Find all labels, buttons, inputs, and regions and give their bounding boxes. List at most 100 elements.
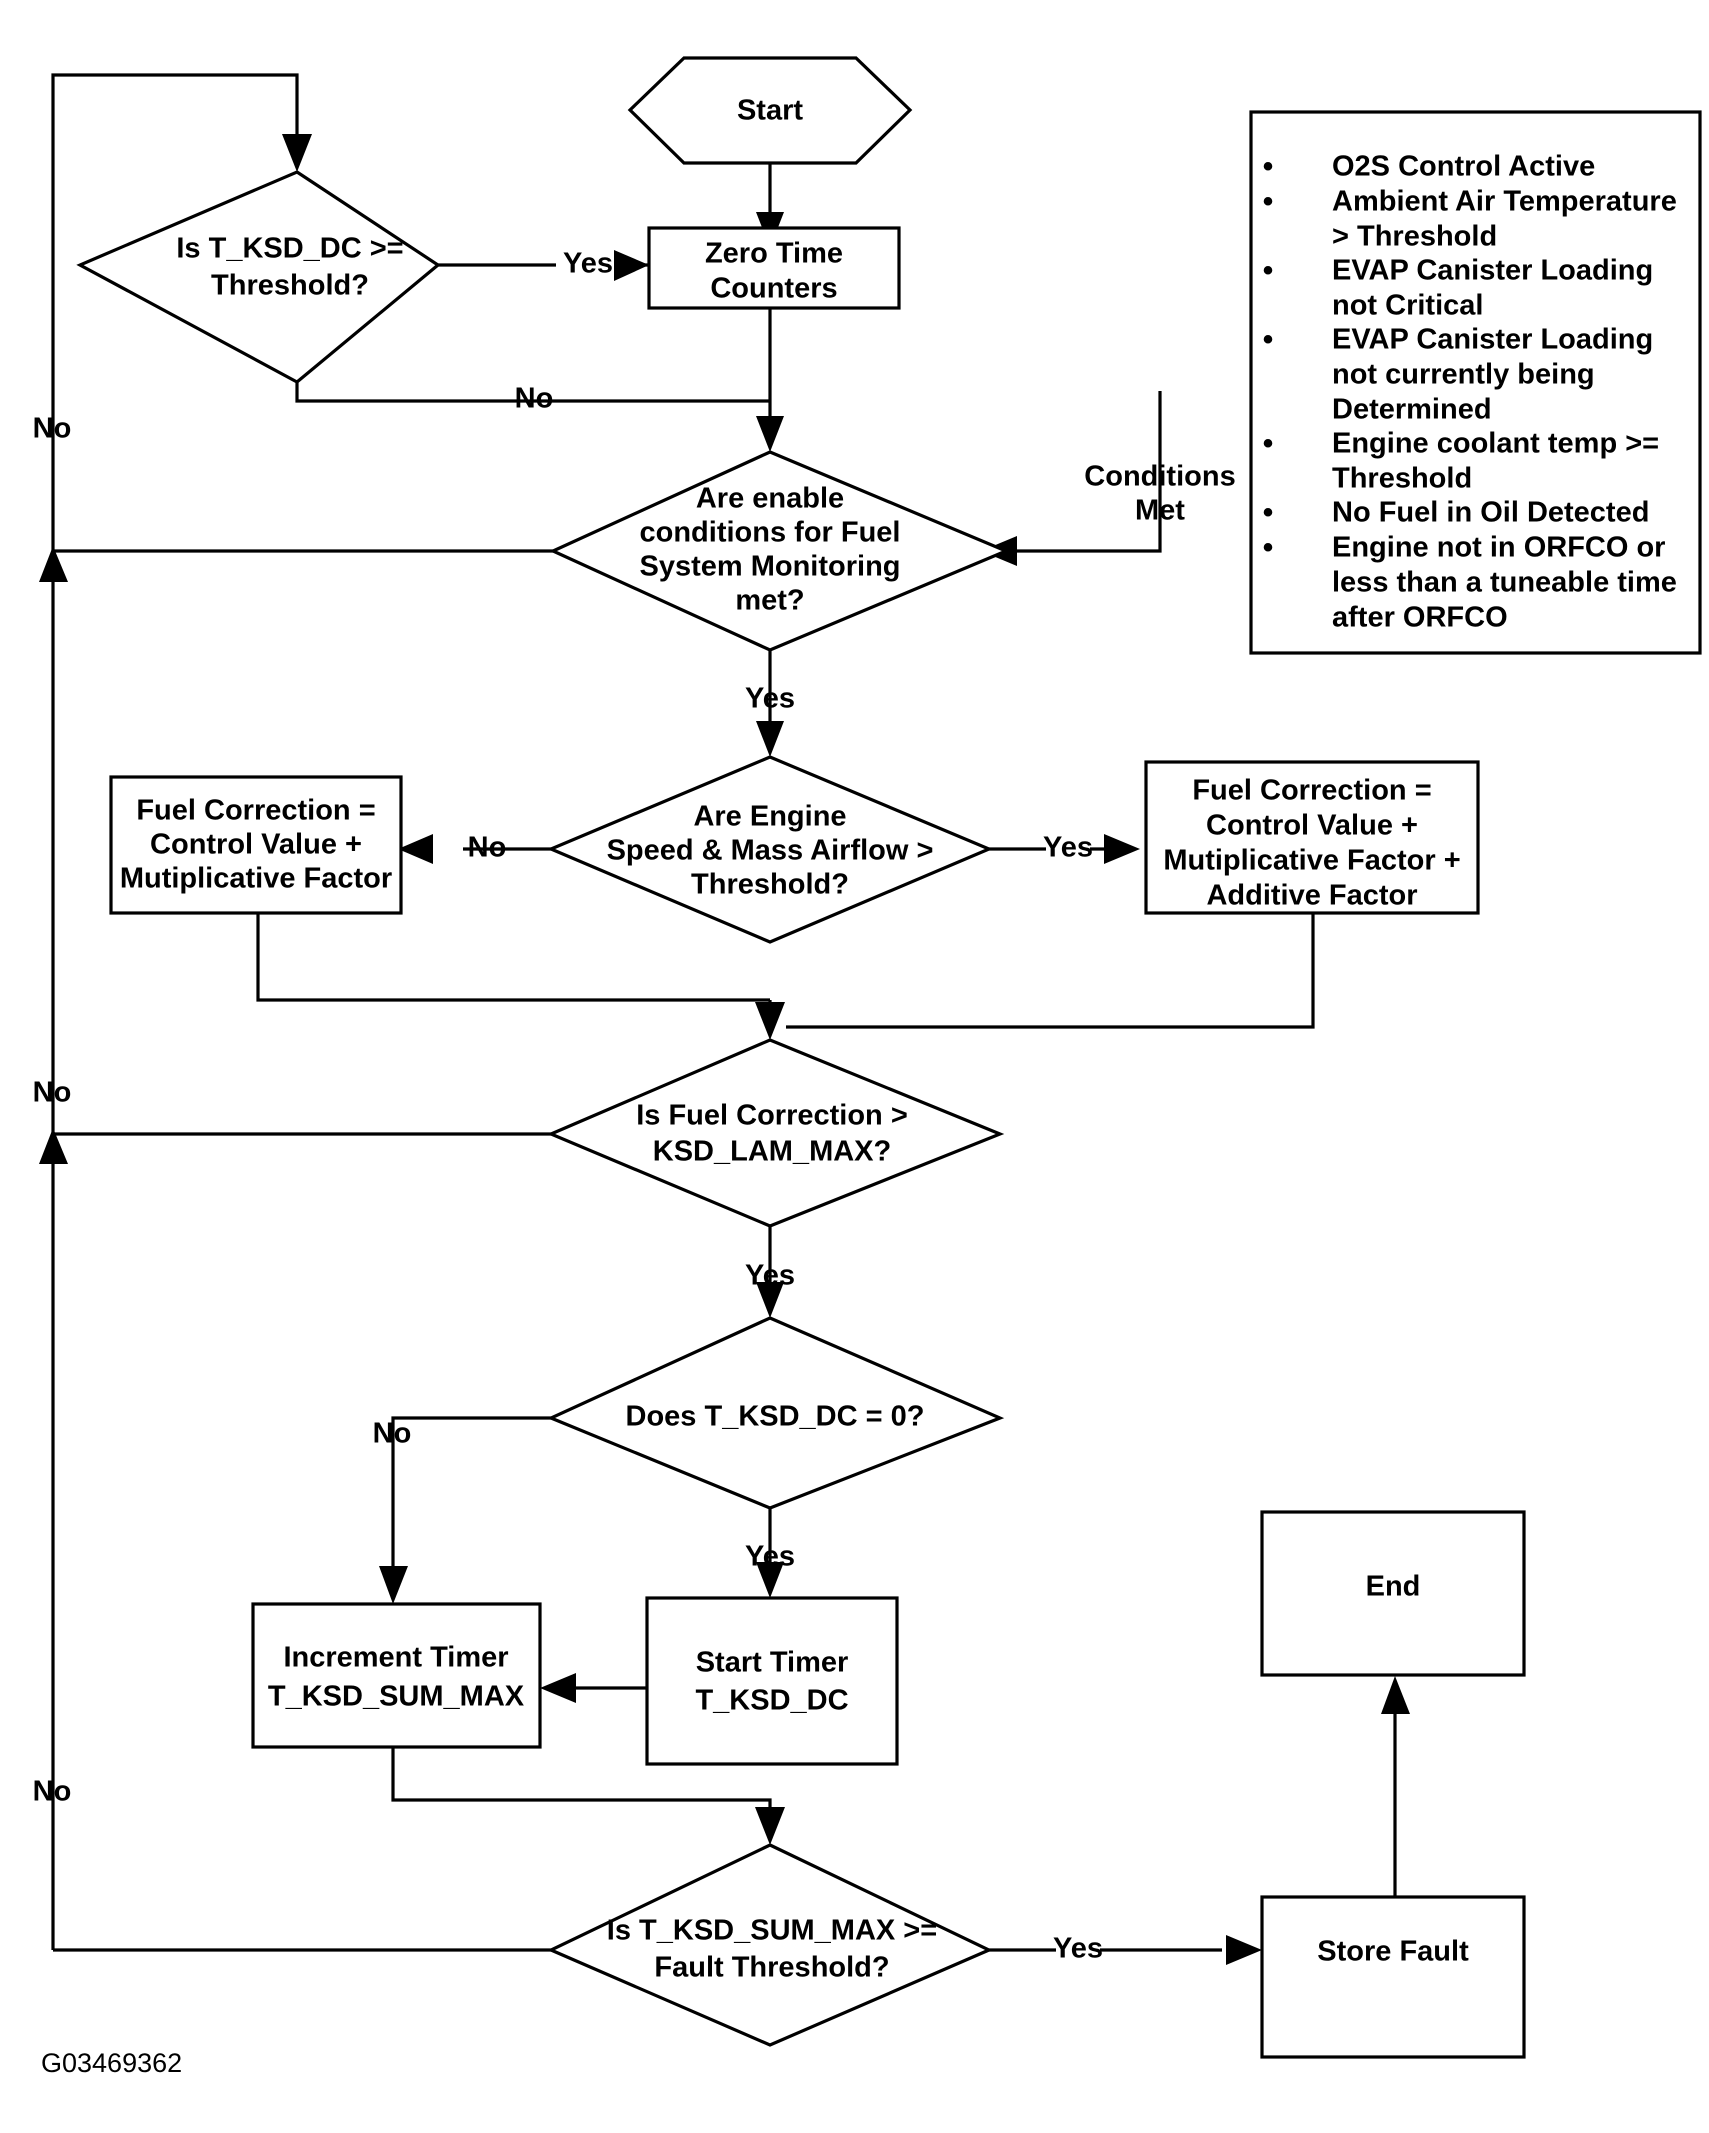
condition-line-13: less than a tuneable time (1332, 567, 1677, 599)
condition-line-9: Engine coolant temp >= (1332, 428, 1659, 460)
node-are-enable-conditions-line2: conditions for Fuel (640, 517, 901, 549)
node-increment-timer[interactable]: Increment Timer T_KSD_SUM_MAX (251, 1602, 542, 1749)
node-does-t-ksd-dc-zero[interactable]: Does T_KSD_DC = 0? (546, 1316, 1005, 1510)
node-start-timer[interactable]: Start Timer T_KSD_DC (645, 1596, 899, 1766)
edge-fuel-corr-mult-add-to-lam-max (786, 913, 1315, 1029)
node-engine-speed-maf-line1: Are Engine (693, 801, 846, 833)
node-fuel-corr-lam-max-line1: Is Fuel Correction > (636, 1100, 908, 1132)
node-store-fault-label: Store Fault (1317, 1936, 1469, 1968)
edge-label-yes-from-ksd-dc: Yes (563, 248, 613, 280)
node-fuel-correction-lam-max[interactable]: Is Fuel Correction > KSD_LAM_MAX? (546, 1038, 1005, 1228)
node-start[interactable]: Start (627, 56, 913, 165)
bullet-3: • (1263, 254, 1274, 287)
edge-label-yes-dc-zero: Yes (745, 1541, 795, 1573)
node-start-label: Start (737, 95, 803, 127)
node-engine-speed-maf[interactable]: Are Engine Speed & Mass Airflow > Thresh… (546, 755, 994, 944)
condition-line-1: O2S Control Active (1332, 151, 1595, 183)
node-increment-timer-line1: Increment Timer (283, 1642, 508, 1674)
bullet-2: • (1263, 185, 1274, 218)
node-end-label: End (1366, 1571, 1421, 1603)
edge-label-yes-engine-speed: Yes (1043, 832, 1093, 864)
edge-lam-max-yes-to-dc-zero (756, 1226, 784, 1318)
condition-line-11: No Fuel in Oil Detected (1332, 497, 1649, 529)
condition-line-7: not currently being (1332, 359, 1595, 391)
edge-loopback-to-ksd-dc (51, 73, 312, 1950)
edge-left-riser-arrow-upper (39, 546, 68, 582)
condition-line-10: Threshold (1332, 463, 1472, 495)
condition-line-12: Engine not in ORFCO or (1332, 532, 1665, 564)
node-start-timer-line2: T_KSD_DC (695, 1685, 848, 1717)
edge-engine-speed-no (398, 834, 551, 864)
node-fuel-correction-multiplicative[interactable]: Fuel Correction = Control Value + Mutipl… (109, 775, 403, 915)
bullet-5: • (1263, 427, 1274, 460)
edge-engine-speed-yes (989, 834, 1140, 864)
edge-into-lam-max-arrow (755, 1000, 785, 1040)
edge-label-no-enable-left: No (33, 413, 72, 445)
condition-line-5: not Critical (1332, 290, 1483, 322)
node-sum-max-fault-threshold[interactable]: Is T_KSD_SUM_MAX >= Fault Threshold? (547, 1843, 993, 2047)
node-fuel-corr-mult-line1: Fuel Correction = (136, 795, 375, 827)
condition-line-14: after ORFCO (1332, 602, 1508, 634)
edge-label-no-dc-zero: No (373, 1418, 412, 1450)
edge-increment-to-fault-threshold (391, 1747, 785, 1845)
bullet-4: • (1263, 323, 1274, 356)
condition-line-8: Determined (1332, 394, 1492, 426)
figure-id-caption: G03469362 (41, 2048, 182, 2078)
node-engine-speed-maf-line2: Speed & Mass Airflow > (607, 835, 934, 867)
node-sum-max-fault-line1: Is T_KSD_SUM_MAX >= (607, 1915, 937, 1947)
node-start-timer-line1: Start Timer (696, 1647, 849, 1679)
bullet-1: • (1263, 150, 1274, 183)
edge-label-yes-enable: Yes (745, 683, 795, 715)
conditions-lines: • O2S Control Active • Ambient Air Tempe… (1263, 150, 1677, 634)
edge-label-yes-lam-max: Yes (745, 1260, 795, 1292)
node-store-fault[interactable]: Store Fault (1260, 1895, 1526, 2059)
edge-label-no-engine-speed: No (468, 832, 507, 864)
node-fuel-corr-mult-add-line1: Fuel Correction = (1192, 775, 1431, 807)
edge-store-fault-to-end (1381, 1676, 1410, 1898)
edge-label-conditions-met-line1: Conditions (1084, 461, 1235, 493)
condition-line-3: > Threshold (1332, 221, 1497, 253)
edge-start-timer-to-increment (540, 1673, 647, 1703)
node-zero-time-counters[interactable]: Zero Time Counters (647, 226, 901, 310)
node-is-t-ksd-dc-threshold-line2: Threshold? (211, 270, 369, 302)
node-fuel-corr-lam-max-line2: KSD_LAM_MAX? (653, 1136, 891, 1168)
node-is-t-ksd-dc-threshold[interactable]: Is T_KSD_DC >= Threshold? (76, 170, 441, 384)
edge-label-yes-fault-threshold: Yes (1053, 1933, 1103, 1965)
node-increment-timer-line2: T_KSD_SUM_MAX (268, 1681, 525, 1713)
condition-line-4: EVAP Canister Loading (1332, 255, 1653, 287)
edge-label-no-fault-threshold: No (33, 1776, 72, 1808)
node-zero-time-counters-line1: Zero Time (705, 238, 843, 270)
edge-fault-yes-to-store-fault (989, 1935, 1262, 1965)
node-sum-max-fault-line2: Fault Threshold? (654, 1952, 889, 1984)
node-does-t-ksd-dc-zero-line1: Does T_KSD_DC = 0? (626, 1401, 925, 1433)
node-are-enable-conditions-line4: met? (735, 585, 804, 617)
node-fuel-correction-multiplicative-additive[interactable]: Fuel Correction = Control Value + Mutipl… (1144, 760, 1480, 915)
edge-label-no-from-ksd-dc: No (515, 383, 554, 415)
bullet-6: • (1263, 496, 1274, 529)
condition-line-2: Ambient Air Temperature (1332, 186, 1677, 218)
edge-label-conditions-met-line2: Met (1135, 495, 1185, 527)
edge-dc-zero-yes-to-start-timer (756, 1508, 784, 1598)
edge-enable-yes-to-engine-speed (756, 650, 784, 757)
node-end[interactable]: End (1260, 1510, 1526, 1677)
edge-fuel-corr-mult-to-lam-max (256, 913, 770, 1002)
node-fuel-corr-mult-line3: Mutiplicative Factor (120, 863, 392, 895)
edge-ksd-dc-no-to-enable (295, 382, 770, 403)
node-zero-time-counters-line2: Counters (710, 273, 837, 305)
node-are-enable-conditions-line3: System Monitoring (639, 551, 900, 583)
condition-line-6: EVAP Canister Loading (1332, 324, 1653, 356)
edge-dc-zero-no-to-increment (379, 1416, 551, 1604)
bullet-7: • (1263, 531, 1274, 564)
node-engine-speed-maf-line3: Threshold? (691, 869, 849, 901)
node-is-t-ksd-dc-threshold-line1: Is T_KSD_DC >= (176, 233, 403, 265)
node-are-enable-conditions-line1: Are enable (696, 483, 844, 515)
edge-ksd-dc-yes-to-zero-counters (438, 250, 649, 281)
node-fuel-corr-mult-line2: Control Value + (150, 829, 362, 861)
node-fuel-corr-mult-add-line3: Mutiplicative Factor + (1163, 845, 1460, 877)
edge-lam-max-no-to-left (39, 1128, 551, 1164)
edge-label-no-lam-max: No (33, 1077, 72, 1109)
node-are-enable-conditions[interactable]: Are enable conditions for Fuel System Mo… (549, 450, 1011, 652)
node-fuel-corr-mult-add-line2: Control Value + (1206, 810, 1418, 842)
node-fuel-corr-mult-add-line4: Additive Factor (1206, 880, 1417, 912)
